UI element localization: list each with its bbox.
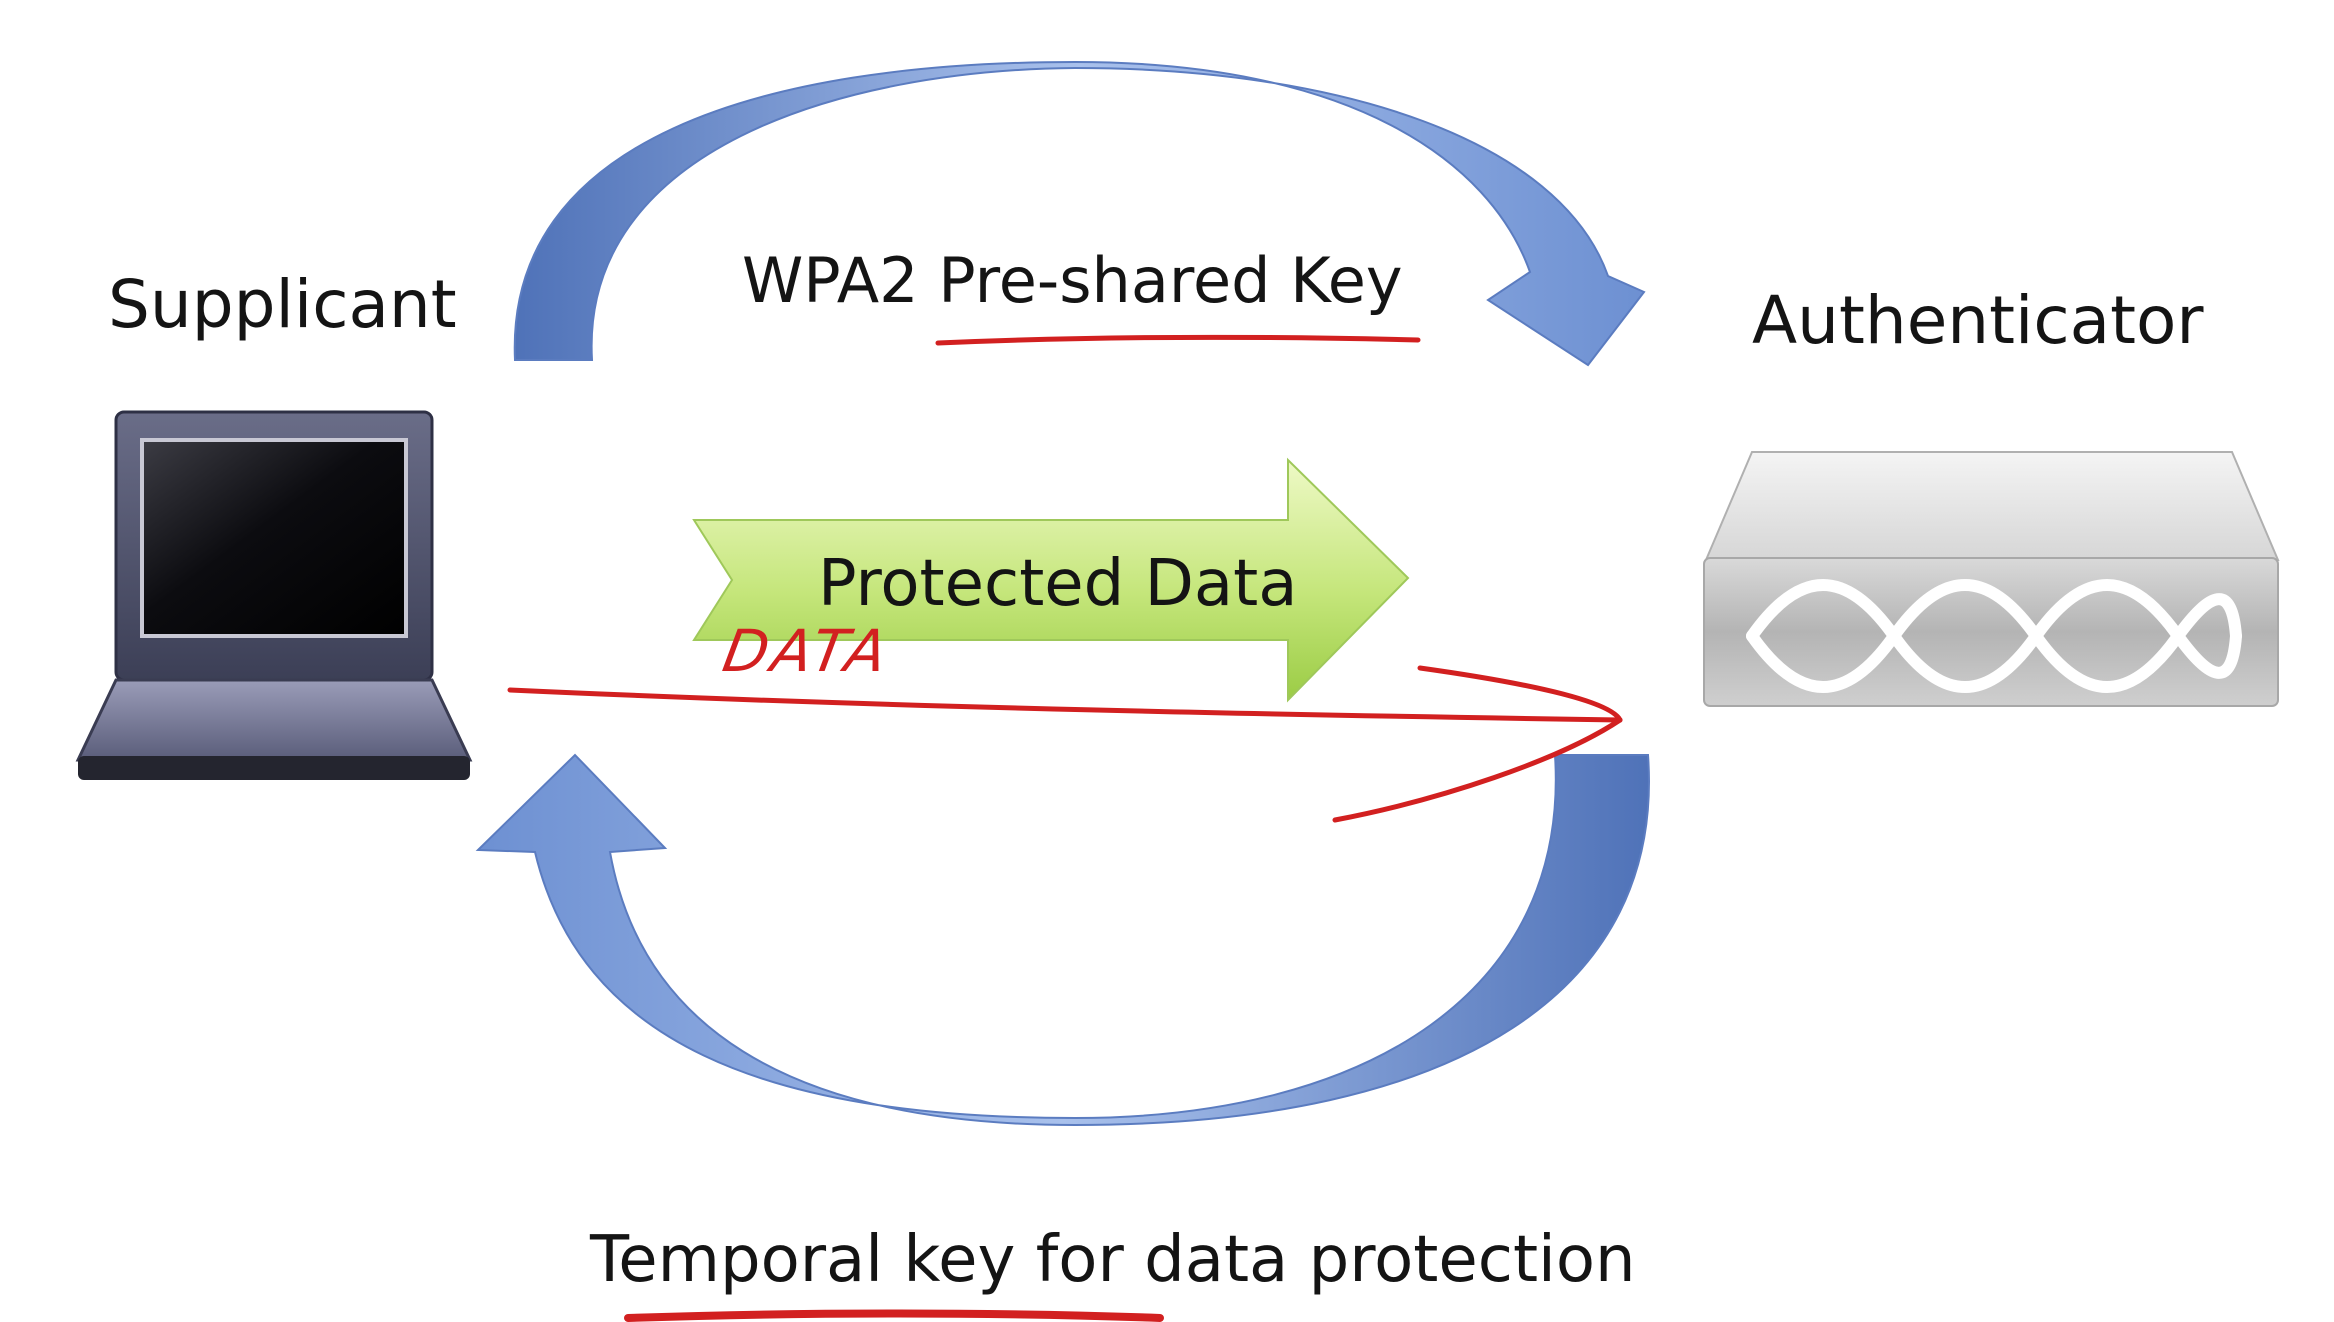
protected-data-arrow	[692, 457, 1410, 703]
preshared-key-label: WPA2 Pre-shared Key	[742, 244, 1403, 317]
laptop-icon	[75, 410, 473, 780]
underline-preshared-key	[935, 334, 1421, 346]
temporal-key-label: Temporal key for data protection	[590, 1223, 1636, 1297]
handwritten-data-annotation: DATA	[718, 617, 896, 685]
handwritten-arrow	[507, 665, 1623, 823]
supplicant-label: Supplicant	[108, 266, 457, 343]
top-curved-arrow	[513, 60, 1646, 367]
authenticator-label: Authenticator	[1752, 282, 2204, 359]
underline-temporal-key	[624, 1309, 1164, 1322]
network-switch-icon	[1703, 451, 2280, 707]
protected-data-label: Protected Data	[818, 547, 1298, 621]
bottom-curved-arrow	[475, 753, 1650, 1127]
